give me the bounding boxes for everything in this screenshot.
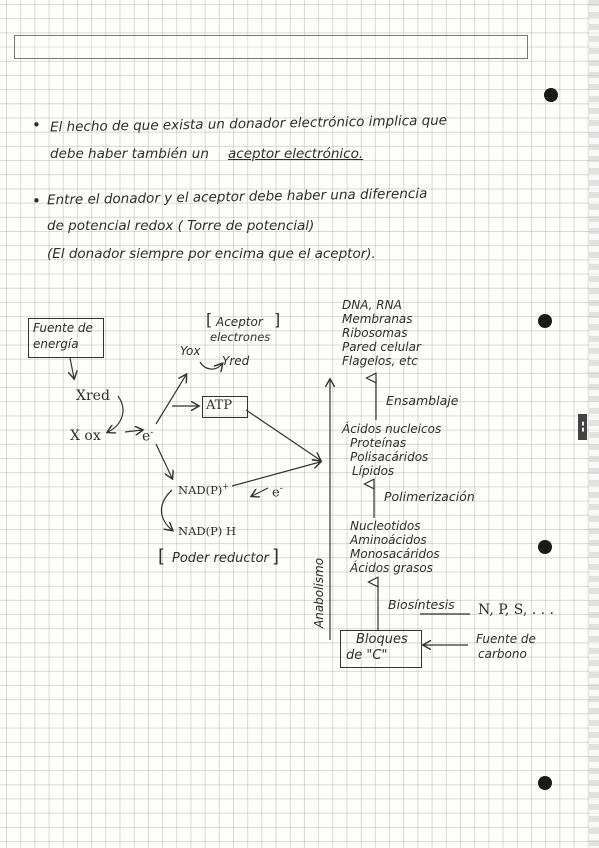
polimerizacion-label: Polimerización bbox=[384, 489, 475, 504]
monomer-item: Ácidos grasos bbox=[350, 561, 433, 575]
notebook-brand-mark: ▮▮ bbox=[578, 414, 587, 440]
aceptor-line2: electrones bbox=[210, 330, 271, 344]
bracket-open-poder: [ bbox=[158, 546, 166, 567]
note-line-2-underlined: aceptor electrónico. bbox=[228, 146, 364, 162]
carbon-source-line1: Fuente de bbox=[476, 632, 536, 646]
bracket-close-aceptor: ] bbox=[274, 310, 281, 329]
energy-source-box bbox=[28, 318, 104, 358]
elements-label: N, P, S, . . . bbox=[478, 602, 554, 618]
punch-hole-4 bbox=[538, 776, 552, 790]
energy-source-line1: Fuente de bbox=[33, 321, 93, 335]
monomer-item: Nucleotidos bbox=[350, 519, 421, 533]
top-product-item: Pared celular bbox=[342, 340, 421, 354]
nadp-ox-label: NAD(P)+ bbox=[178, 482, 230, 497]
top-product-item: Ribosomas bbox=[342, 326, 408, 340]
bullet-dot-2: • bbox=[32, 192, 41, 210]
bracket-close-poder: ] bbox=[272, 546, 280, 567]
electron-label: e- bbox=[142, 428, 154, 445]
biosintesis-label: Biosíntesis bbox=[388, 597, 455, 612]
macromolecule-item: Lípidos bbox=[352, 464, 395, 478]
page-edge bbox=[589, 0, 599, 848]
note-line-4: de potencial redox ( Torre de potencial) bbox=[47, 218, 315, 234]
punch-hole-2 bbox=[538, 314, 552, 328]
atp-box bbox=[202, 396, 248, 418]
aceptor-line1: Aceptor bbox=[216, 315, 263, 329]
note-line-2-prefix: debe haber también un bbox=[50, 146, 209, 162]
nadph-label: NAD(P) H bbox=[178, 524, 236, 538]
yox-label: Yox bbox=[180, 344, 201, 358]
poder-reductor-label: Poder reductor bbox=[172, 551, 269, 566]
punch-hole-3 bbox=[538, 540, 552, 554]
xred-label: Xred bbox=[76, 388, 110, 404]
bullet-dot-1: • bbox=[32, 116, 41, 134]
macromolecule-item: Ácidos nucleicos bbox=[342, 422, 442, 436]
bloques-box bbox=[340, 630, 422, 668]
monomers-list: Nucleotidos Aminoácidos Monosacáridos Ác… bbox=[350, 519, 440, 575]
monomer-item: Aminoácidos bbox=[350, 533, 427, 547]
top-product-item: DNA, RNA bbox=[342, 298, 402, 312]
xox-label: X ox bbox=[70, 428, 101, 444]
note-line-5: (El donador siempre por encima que el ac… bbox=[47, 246, 376, 262]
macromolecules-list: Ácidos nucleicos Proteínas Polisacáridos… bbox=[342, 422, 441, 478]
bracket-open-aceptor: [ bbox=[206, 310, 213, 329]
anabolismo-label: Anabolismo bbox=[312, 557, 326, 628]
energy-flow-arrows bbox=[70, 357, 320, 530]
monomer-item: Monosacáridos bbox=[350, 547, 440, 561]
punch-hole-1 bbox=[544, 88, 558, 102]
carbon-source-line2: carbono bbox=[478, 647, 527, 661]
macromolecule-item: Proteínas bbox=[350, 436, 407, 450]
anabolism-arrows bbox=[330, 378, 470, 645]
electron-2-label: e- bbox=[272, 484, 283, 501]
atp-label: ATP bbox=[206, 398, 233, 413]
top-products-list: DNA, RNA Membranas Ribosomas Pared celul… bbox=[342, 298, 421, 368]
top-product-item: Membranas bbox=[342, 312, 413, 326]
energy-source-line2: energía bbox=[33, 337, 79, 351]
bloques-line2: de "C" bbox=[346, 648, 388, 663]
bloques-line1: Bloques bbox=[356, 632, 408, 647]
top-product-item: Flagelos, etc bbox=[342, 354, 418, 368]
yred-label: Yred bbox=[222, 354, 250, 368]
ensamblaje-label: Ensamblaje bbox=[386, 393, 459, 408]
header-box bbox=[14, 35, 528, 59]
macromolecule-item: Polisacáridos bbox=[350, 450, 429, 464]
